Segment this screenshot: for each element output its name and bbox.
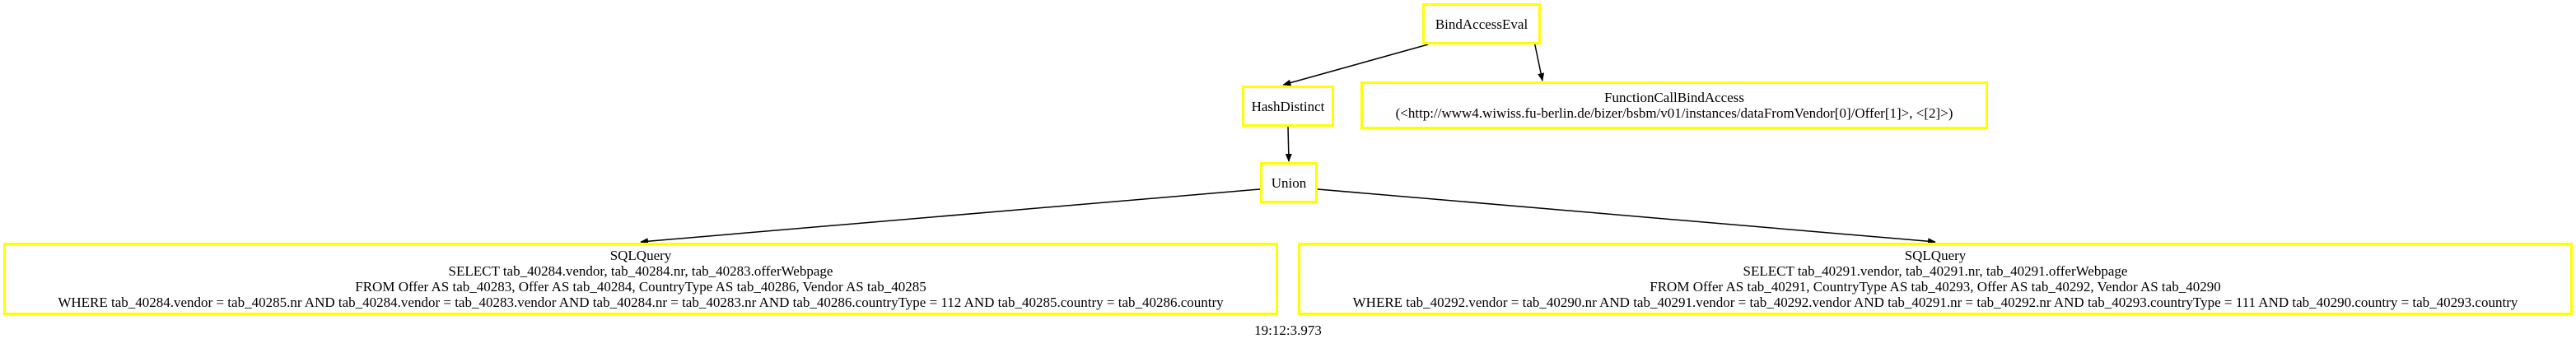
node-label: SQLQuery [609, 248, 672, 263]
node-label: Union [1271, 174, 1307, 191]
node-label: BindAccessEval [1435, 16, 1528, 32]
edge-bind_access_eval-to-hash_distinct [1282, 44, 1429, 86]
node-label: HashDistinct [1251, 98, 1325, 114]
node-label: FunctionCallBindAccess [1604, 90, 1744, 105]
node-detail: (<http://www4.wiwiss.fu-berlin.de/bizer/… [1395, 105, 1953, 121]
hash-distinct-node: HashDistinct [1242, 86, 1334, 127]
sql-select-line: SELECT tab_40291.vendor, tab_40291.nr, t… [1743, 263, 2128, 279]
edge-hash_distinct-to-union [1285, 126, 1292, 162]
sql-from-line: FROM Offer AS tab_40291, CountryType AS … [1650, 279, 2221, 295]
sql-query-right-node: SQLQuery SELECT tab_40291.vendor, tab_40… [1298, 243, 2573, 315]
function-call-bind-access-node: FunctionCallBindAccess (<http://www4.wiw… [1360, 81, 1988, 129]
union-node: Union [1260, 162, 1318, 203]
edge-union-to-sql_query_left [640, 188, 1261, 245]
sql-query-left-node: SQLQuery SELECT tab_40284.vendor, tab_40… [3, 243, 1278, 315]
edge-bind_access_eval-to-function_call_bind_access [1534, 44, 1545, 81]
node-label: SQLQuery [1904, 248, 1967, 263]
sql-where-line: WHERE tab_40284.vendor = tab_40285.nr AN… [58, 295, 1224, 310]
edge-union-to-sql_query_right [1317, 188, 1936, 245]
sql-where-line: WHERE tab_40292.vendor = tab_40290.nr AN… [1352, 295, 2518, 310]
bind-access-eval-node: BindAccessEval [1422, 3, 1541, 44]
sql-from-line: FROM Offer AS tab_40283, Offer AS tab_40… [355, 279, 926, 295]
sql-select-line: SELECT tab_40284.vendor, tab_40284.nr, t… [448, 263, 833, 279]
timestamp-caption: 19:12:3.973 [1254, 322, 1322, 338]
